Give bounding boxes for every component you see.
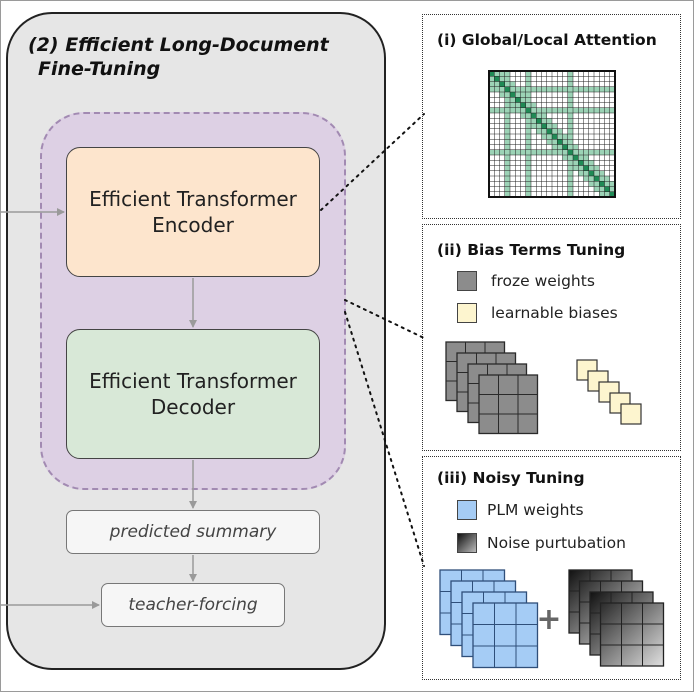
frozen-weights-label: froze weights [491, 272, 595, 290]
decoder-block: Efficient Transformer Decoder [66, 329, 320, 459]
predicted-summary-box: predicted summary [66, 510, 320, 554]
plm-weights-swatch [457, 500, 477, 520]
legend-frozen-weights: froze weights [457, 271, 595, 291]
panel-title: (2) Efficient Long-Document Fine-Tuning [28, 33, 378, 81]
encoder-label-line1: Efficient Transformer [89, 187, 297, 211]
panel-title-line2: Fine-Tuning [38, 58, 161, 80]
decoder-label-line1: Efficient Transformer [89, 369, 297, 393]
learnable-biases-swatch [457, 303, 477, 323]
legend-learnable-biases: learnable biases [457, 303, 618, 323]
frozen-weights-swatch [457, 271, 477, 291]
encoder-block: Efficient Transformer Encoder [66, 147, 320, 277]
teacher-forcing-label: teacher-forcing [128, 595, 258, 615]
legend-plm-weights: PLM weights [457, 500, 584, 520]
panel-title-line1: (2) Efficient Long-Document [28, 34, 329, 56]
noise-perturbation-swatch [457, 533, 477, 553]
noise-perturbation-label: Noise purtubation [487, 534, 626, 552]
legend-noise-perturbation: Noise purtubation [457, 533, 626, 553]
predicted-summary-label: predicted summary [109, 522, 277, 542]
global-local-attention-title: (i) Global/Local Attention [437, 31, 657, 49]
decoder-label-line2: Decoder [150, 395, 236, 419]
plm-weights-label: PLM weights [487, 501, 584, 519]
teacher-forcing-box: teacher-forcing [101, 583, 285, 627]
bias-terms-tuning-panel: (ii) Bias Terms Tuning froze weights lea… [422, 224, 681, 451]
noisy-tuning-title: (iii) Noisy Tuning [437, 469, 585, 487]
global-local-attention-panel: (i) Global/Local Attention [422, 14, 681, 219]
learnable-biases-label: learnable biases [491, 304, 618, 322]
noisy-tuning-panel: (iii) Noisy Tuning PLM weights Noise pur… [422, 456, 681, 680]
bias-terms-tuning-title: (ii) Bias Terms Tuning [437, 241, 626, 259]
encoder-label-line2: Encoder [152, 213, 234, 237]
